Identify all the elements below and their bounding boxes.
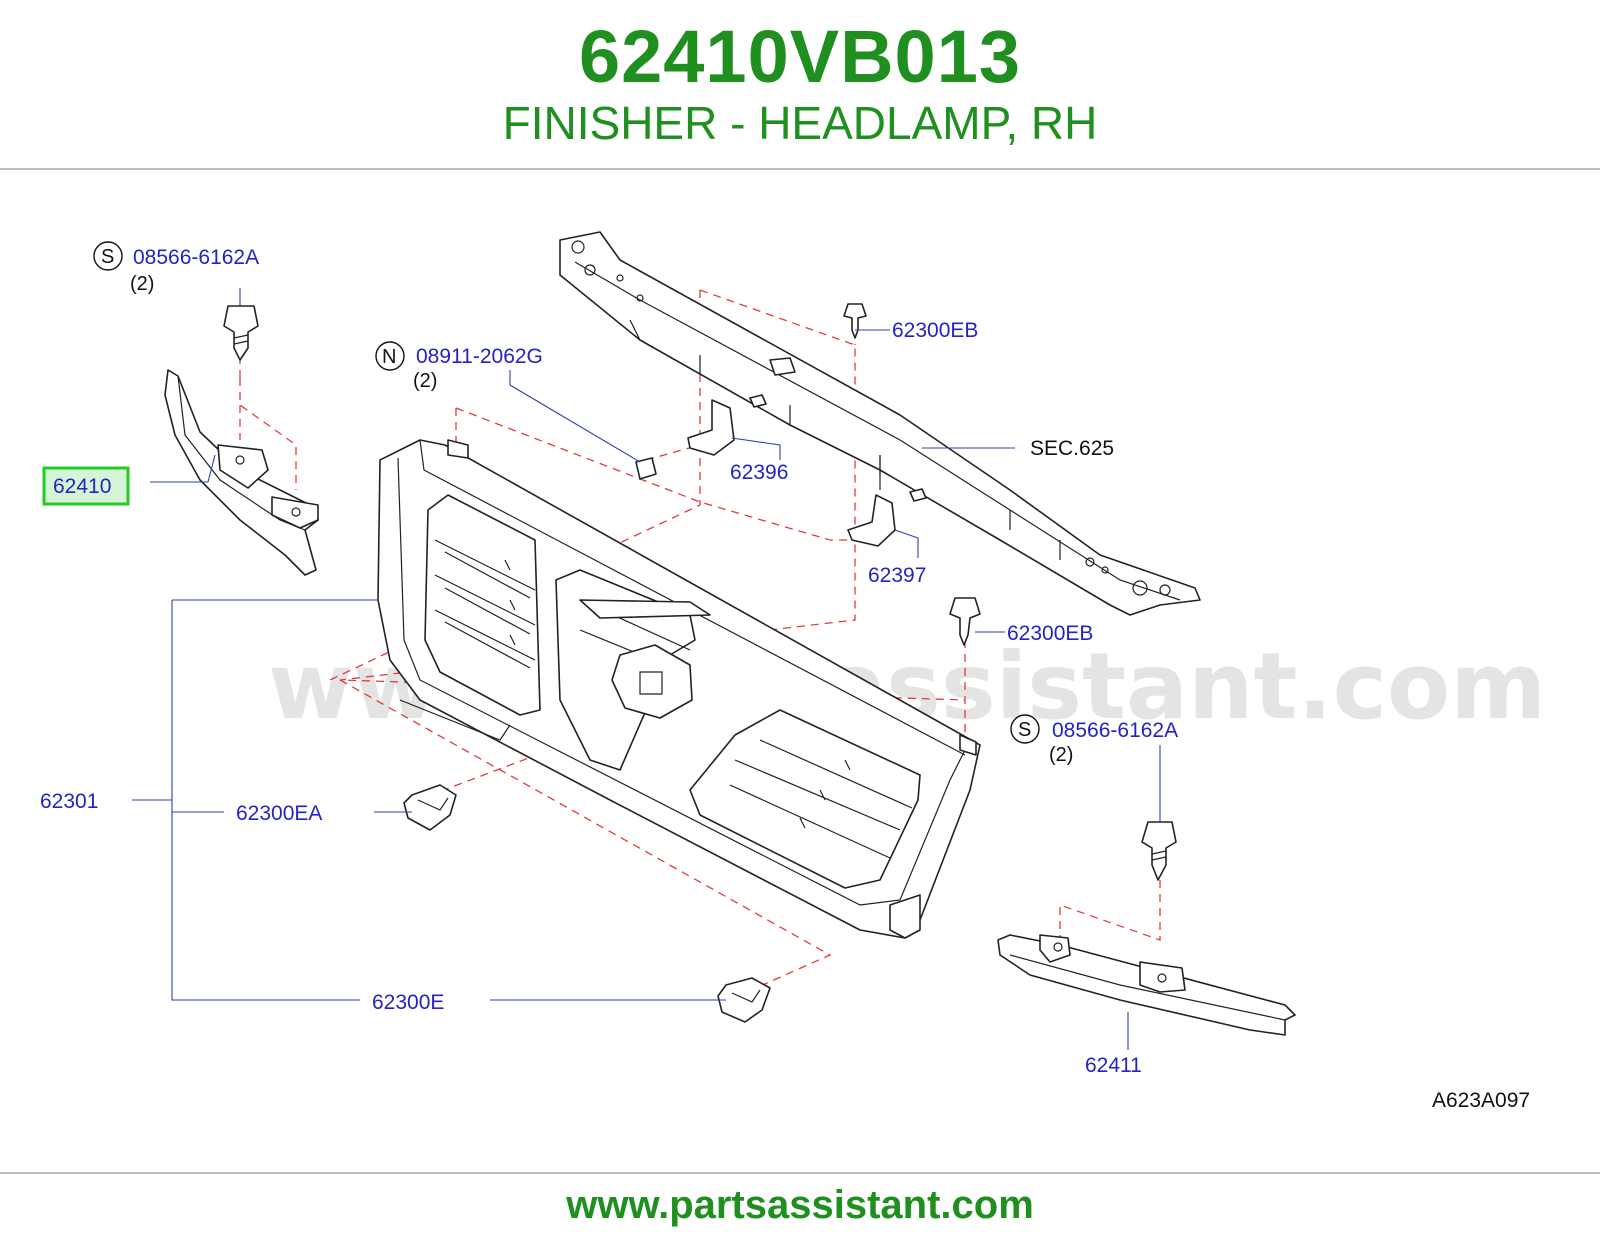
bracket-62396 <box>687 394 767 456</box>
nut-08911 <box>635 457 657 480</box>
footer-site-link[interactable]: www.partsassistant.com <box>566 1183 1034 1227</box>
callout-prefix: N <box>382 346 396 368</box>
screw-right <box>1141 821 1177 881</box>
callout-sec-625[interactable]: SEC.625 <box>1030 437 1114 460</box>
callout-62301[interactable]: 62301 <box>40 790 98 813</box>
headlamp-finisher-62410 <box>164 369 319 576</box>
part-description: FINISHER - HEADLAMP, RH <box>502 97 1098 149</box>
clip-62300eb-top <box>843 303 867 339</box>
headlamp-finisher-62411 <box>997 934 1296 1036</box>
bracket-62397 <box>847 488 927 547</box>
highlight-box <box>42 466 130 506</box>
callout-62300eb-right[interactable]: 62300EB <box>1007 622 1093 645</box>
callout-prefix: S <box>101 246 114 268</box>
callout-62300e[interactable]: 62300E <box>372 991 444 1014</box>
callout-08911[interactable]: N 08911-2062G (2) <box>375 341 543 392</box>
callout-62411[interactable]: 62411 <box>1085 1054 1142 1077</box>
callout-prefix: S <box>1018 719 1031 741</box>
callout-part-number: 08911-2062G <box>416 345 543 368</box>
footer-divider <box>0 1172 1600 1174</box>
clip-62300eb-right <box>949 597 981 646</box>
callout-part-number: 62410 <box>53 475 111 498</box>
header-divider <box>0 168 1600 170</box>
leader-lines <box>132 288 1161 1050</box>
callout-quantity: (2) <box>413 370 437 392</box>
part-number-title: 62410VB013 <box>578 15 1022 98</box>
callout-08566-right[interactable]: S 08566-6162A (2) <box>1010 714 1178 766</box>
callout-part-number: 08566-6162A <box>1052 719 1178 742</box>
callout-62396[interactable]: 62396 <box>730 461 788 484</box>
callout-62300ea[interactable]: 62300EA <box>236 802 322 825</box>
callout-part-number: 08566-6162A <box>133 246 259 269</box>
screw-left <box>223 305 259 361</box>
callout-62397[interactable]: 62397 <box>868 564 926 587</box>
callout-62300eb-top[interactable]: 62300EB <box>892 319 978 342</box>
callout-62410-highlighted[interactable]: 62410 <box>42 466 130 506</box>
callout-quantity: (2) <box>1049 744 1073 766</box>
callout-08566-left[interactable]: S 08566-6162A (2) <box>93 241 259 295</box>
clip-62300e <box>717 977 771 1023</box>
grille-assembly-62301 <box>377 439 981 939</box>
callout-symbol-s <box>1010 714 1040 744</box>
diagram-reference-code: A623A097 <box>1432 1089 1530 1112</box>
callout-quantity: (2) <box>130 273 154 295</box>
radiator-core-support <box>559 231 1201 616</box>
callout-symbol-n <box>375 341 405 371</box>
clip-62300ea <box>403 784 457 831</box>
callout-symbol-s <box>93 241 123 271</box>
